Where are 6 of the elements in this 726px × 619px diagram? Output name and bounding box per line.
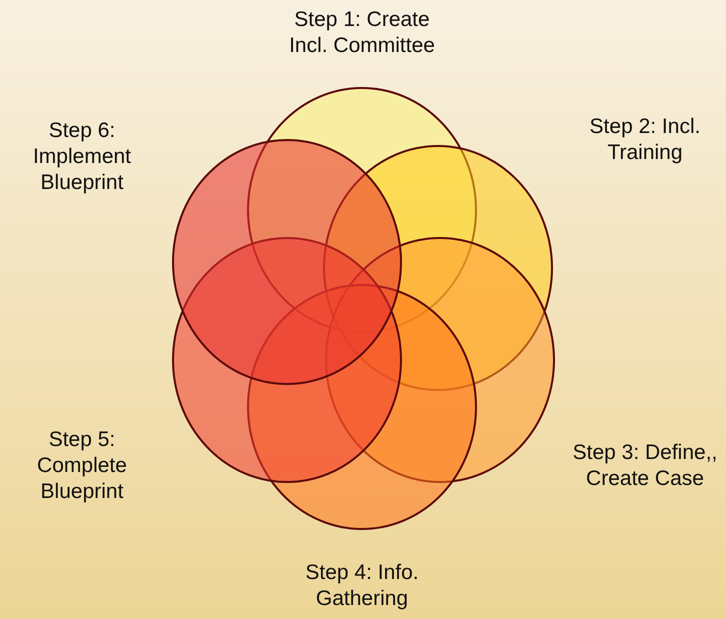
step-label: Step 5: Complete Blueprint (36, 427, 128, 505)
step-label: Step 3: Define,, Create Case (572, 440, 718, 492)
step-label: Step 6: Implement Blueprint (32, 118, 132, 196)
step-label: Step 2: Incl. Training (588, 114, 702, 166)
step-label: Step 1: Create Incl. Committee (288, 7, 436, 59)
step-label: Step 4: Info. Gathering (304, 560, 420, 612)
